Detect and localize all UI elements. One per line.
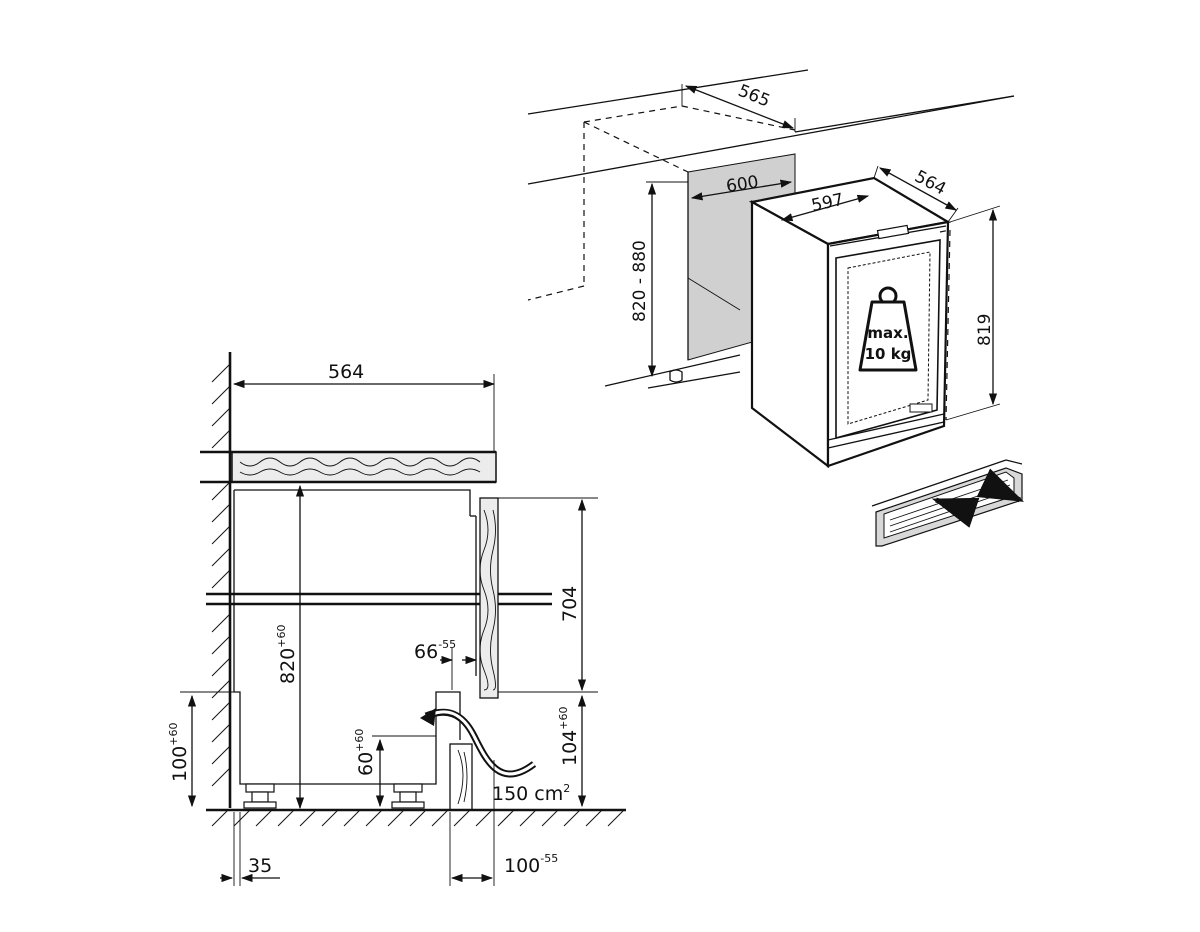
svg-text:66-55: 66-55 xyxy=(414,638,456,663)
countertop xyxy=(231,451,497,483)
airflow-arrow-icon xyxy=(931,468,1025,528)
wall-gap-label: 35 xyxy=(248,855,272,877)
appliance-body xyxy=(748,176,952,469)
countertop-depth-label: 564 xyxy=(328,361,364,383)
svg-text:100-55: 100-55 xyxy=(504,852,558,877)
appliance-height-label: 819 xyxy=(975,314,995,346)
door-height-label: 704 xyxy=(559,586,581,622)
base-height-tol: +60 xyxy=(167,723,180,746)
svg-text:150 cm2: 150 cm2 xyxy=(492,782,570,805)
section-view: 564 820+60 704 66-55 104+60 60+60 100+60 xyxy=(167,352,626,886)
svg-text:60+60: 60+60 xyxy=(353,729,377,776)
vent-area-sup: 2 xyxy=(563,782,570,795)
plinth-depth-label: 100 xyxy=(504,855,540,877)
wall-hatching xyxy=(211,363,231,787)
vent-area-label: 150 cm xyxy=(492,783,563,805)
floor-hatching xyxy=(211,809,625,827)
appliance-section xyxy=(233,489,471,785)
plinth-depth-tol: -55 xyxy=(540,852,558,865)
weight-icon xyxy=(858,286,918,372)
plinth-height-tol: +60 xyxy=(557,707,570,730)
plinth-offset-tol: -55 xyxy=(438,638,456,651)
plinth-offset-label: 66 xyxy=(414,641,438,663)
niche-height-section: 820 xyxy=(277,648,299,684)
adjustable-foot-front xyxy=(391,783,425,809)
perspective-view: 565 600 820 - 880 xyxy=(527,69,1025,547)
svg-text:820+60: 820+60 xyxy=(275,625,299,684)
appliance-depth-label: 564 xyxy=(911,167,949,200)
svg-text:100+60: 100+60 xyxy=(167,723,191,782)
weight-label-line1: max. xyxy=(867,324,908,342)
niche-height-label: 820 - 880 xyxy=(630,240,650,322)
adjustable-foot-rear xyxy=(243,783,277,809)
plinth-height-label: 104 xyxy=(559,730,581,766)
svg-text:104+60: 104+60 xyxy=(557,707,581,766)
weight-label-line2: 10 kg xyxy=(865,345,912,363)
base-height-label: 100 xyxy=(169,746,191,782)
vent-airflow-arrow xyxy=(424,708,537,778)
plinth-board xyxy=(449,743,473,811)
foot-height-label: 60 xyxy=(355,752,377,776)
foot-height-tol: +60 xyxy=(353,729,366,752)
niche-height-tol: +60 xyxy=(275,625,288,648)
